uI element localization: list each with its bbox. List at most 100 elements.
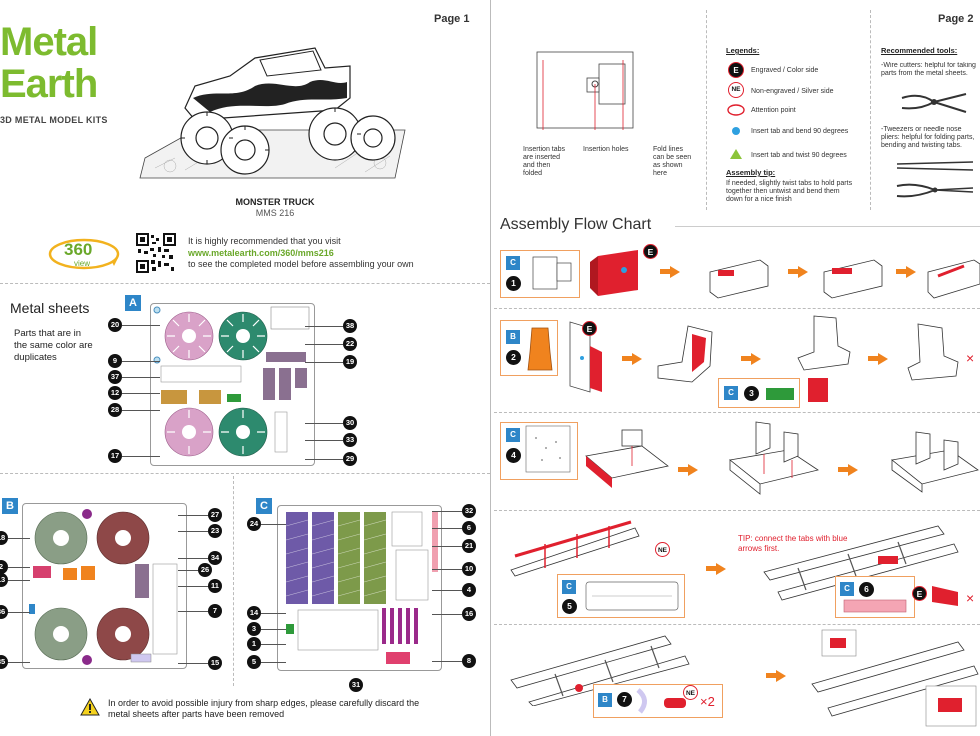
part-number-6: 6 xyxy=(462,521,476,535)
part-number-35: 35 xyxy=(0,655,8,669)
warning-icon xyxy=(80,698,100,716)
view-360-icon xyxy=(48,238,120,270)
step-1-assembly-c xyxy=(927,259,980,299)
flow-heading-rule xyxy=(675,226,980,227)
flow-arrow xyxy=(660,269,670,274)
callout-leader xyxy=(432,661,462,662)
qr-code-icon[interactable] xyxy=(136,233,176,273)
callout-leader xyxy=(178,531,208,532)
assembly-tip-heading: Assembly tip: xyxy=(726,168,776,177)
step-7-fold-drawing xyxy=(664,698,686,708)
brand-tagline: 3D METAL MODEL KITS xyxy=(0,115,108,125)
visit-url-link[interactable]: www.metalearth.com/360/mms216 xyxy=(188,248,334,258)
section-divider xyxy=(706,10,707,210)
step-4-part-drawing xyxy=(525,425,571,473)
callout-leader xyxy=(305,344,343,345)
assembly-flow-heading: Assembly Flow Chart xyxy=(500,216,652,233)
callout-leader xyxy=(178,611,208,612)
brand-logo-line2: Earth xyxy=(0,62,98,106)
callout-leader xyxy=(261,524,286,525)
green-triangle-icon xyxy=(730,149,742,159)
callout-leader xyxy=(8,538,30,539)
callout-leader xyxy=(432,511,462,512)
brand-logo-line1: Metal xyxy=(0,20,98,64)
part-number-11: 11 xyxy=(208,579,222,593)
legends-heading: Legends: xyxy=(726,46,760,55)
step-divider xyxy=(494,412,980,413)
section-divider xyxy=(0,283,490,284)
step-5-side-icon: NE xyxy=(655,542,670,557)
part-number-4: 4 xyxy=(462,583,476,597)
flow-arrow-head xyxy=(798,266,808,278)
step-4-sheet-label: C xyxy=(506,428,520,442)
tweezers-icon xyxy=(896,161,974,171)
step-2-sheet-label: B xyxy=(506,330,520,344)
part-number-1: 1 xyxy=(247,637,261,651)
part-number-16: 16 xyxy=(462,607,476,621)
badge-360-text: 360 xyxy=(64,240,93,259)
step-7-frame-drawing xyxy=(510,635,690,706)
model-name: MONSTER TRUCK xyxy=(235,197,315,207)
part-number-31: 31 xyxy=(349,678,363,692)
needle-nose-pliers-icon xyxy=(896,183,974,198)
sheet-a-parts xyxy=(153,306,310,457)
callout-leader xyxy=(261,613,286,614)
callout-leader xyxy=(261,662,286,663)
flow-arrow xyxy=(838,467,848,472)
legend-attention: Attention point xyxy=(751,107,796,114)
part-number-22: 22 xyxy=(343,337,357,351)
callout-leader xyxy=(8,662,30,663)
step-6-side-icon: E xyxy=(912,586,927,601)
part-number-12: 12 xyxy=(108,386,122,400)
part-number-32: 32 xyxy=(462,504,476,518)
caption-fold-lines: Fold lines can be seen as shown here xyxy=(653,146,692,177)
callout-leader xyxy=(261,644,286,645)
part-number-28: 28 xyxy=(108,403,122,417)
part-number-29: 29 xyxy=(343,452,357,466)
callout-leader xyxy=(8,567,30,568)
seat-folded-drawing xyxy=(657,325,713,383)
part-number-20: 20 xyxy=(108,318,122,332)
attention-point-icon xyxy=(727,104,745,116)
step-4-final-drawing xyxy=(891,431,979,493)
step-4-floor-drawing xyxy=(585,429,669,488)
flow-arrow-head xyxy=(751,353,761,365)
callout-leader xyxy=(8,612,30,613)
flow-arrow xyxy=(868,356,878,361)
flow-arrow-head xyxy=(776,670,786,682)
step-6-fold-drawing xyxy=(932,586,958,606)
flow-arrow xyxy=(896,269,906,274)
sheet-b-label: B xyxy=(2,498,18,514)
page-number-1: Page 1 xyxy=(434,13,470,25)
step-7-part-icon xyxy=(636,688,647,714)
section-divider xyxy=(870,10,871,210)
flow-arrow xyxy=(706,566,716,571)
callout-leader xyxy=(305,459,343,460)
sheet-c-parts xyxy=(285,511,438,664)
sheet-a-label: A xyxy=(125,295,141,311)
safety-warning-text: In order to avoid possible injury from s… xyxy=(108,698,420,719)
legend-engraved: Engraved / Color side xyxy=(751,67,819,74)
view-360-badge[interactable]: 360 view xyxy=(48,236,120,272)
seat-assembled-drawing xyxy=(797,315,851,371)
flow-arrow-head xyxy=(848,464,858,476)
flow-arrow xyxy=(622,356,632,361)
callout-leader xyxy=(305,326,343,327)
step-divider xyxy=(494,308,980,309)
callout-leader xyxy=(122,410,160,411)
step-4-seats-drawing xyxy=(729,421,819,495)
callout-leader xyxy=(432,569,462,570)
flow-arrow xyxy=(788,269,798,274)
part-number-26: 26 xyxy=(198,563,212,577)
callout-leader xyxy=(432,546,462,547)
callout-leader xyxy=(178,515,208,516)
tip-text: TIP: connect the tabs with blue arrows f… xyxy=(738,534,848,553)
step-5-number: 5 xyxy=(562,599,577,614)
non-engraved-icon: NE xyxy=(728,82,744,98)
sheet-b-parts xyxy=(29,509,178,665)
part-number-17: 17 xyxy=(108,449,122,463)
step-6-frame-drawing xyxy=(763,525,959,601)
flow-arrow-head xyxy=(906,266,916,278)
visit-text-line3: to see the completed model before assemb… xyxy=(188,259,414,269)
part-number-21: 21 xyxy=(462,539,476,553)
